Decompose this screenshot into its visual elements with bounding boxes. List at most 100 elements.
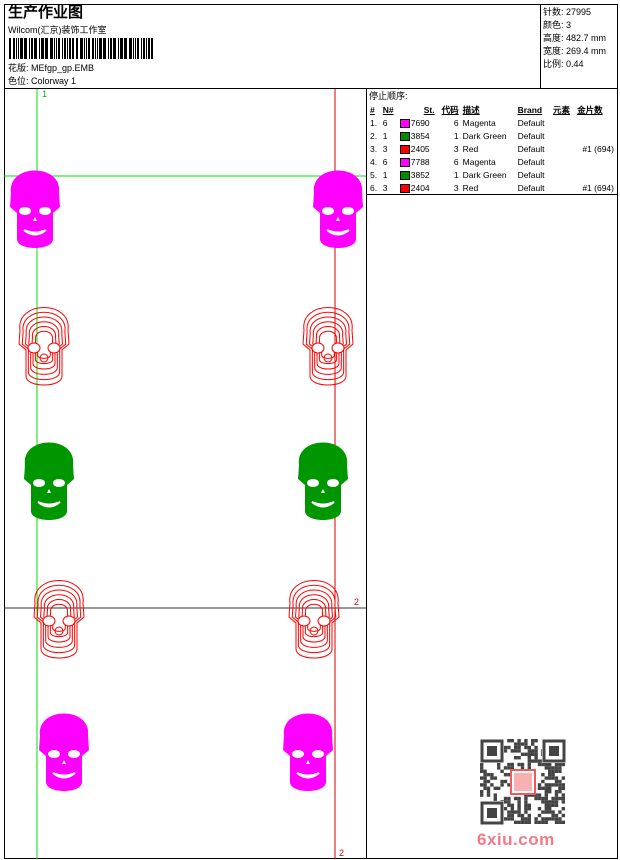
color-description: Dark Green xyxy=(462,130,507,141)
sequin-count xyxy=(575,155,616,168)
frame-marker-2b: 2 xyxy=(339,848,344,858)
watermark: 6xiu.com xyxy=(477,830,555,849)
stitches: 7690 xyxy=(398,116,437,129)
brand: Default xyxy=(517,156,545,167)
color-swatch xyxy=(399,170,410,180)
element xyxy=(551,116,575,129)
needle: 6 xyxy=(382,156,388,167)
skull-green xyxy=(24,442,74,520)
brand: Default xyxy=(517,143,545,154)
color-swatch xyxy=(399,183,410,193)
color-description: Red xyxy=(462,143,479,154)
skull-red-outline xyxy=(18,307,70,386)
table-row: 1. 6 7690 6 Magenta Default xyxy=(368,116,616,129)
header: 生产作业图 Wilcom(汇京)装饰工作室 花版: MEfgp_gp.EMB 色… xyxy=(4,4,618,89)
row-number: 2. xyxy=(370,130,378,141)
stop-sequence-table: # N# St. 代码描述 Brand 元素金片数 1. 6 7690 6 Magenta… xyxy=(368,103,616,194)
page-title: 生产作业图 xyxy=(8,4,84,21)
color-swatch xyxy=(399,144,410,154)
frame-marker-1: 1 xyxy=(42,89,47,99)
color-description: Magenta xyxy=(462,156,496,167)
page-frame xyxy=(4,4,618,859)
element xyxy=(551,181,575,194)
column-header: N# xyxy=(382,104,394,115)
skull-green xyxy=(298,442,348,520)
color-count: 颜色: 3 xyxy=(543,20,572,30)
design-preview: 1 2 2 xyxy=(4,89,367,859)
stop-sequence-title: 停止顺序: xyxy=(369,91,408,101)
color-code: 1 xyxy=(453,130,459,141)
color-description: Dark Green xyxy=(462,169,507,180)
divider xyxy=(367,194,618,195)
element xyxy=(551,155,575,168)
row-number: 4. xyxy=(370,156,378,167)
table-row: 3. 3 2405 3 Red Default #1 (694) xyxy=(368,142,616,155)
design-info: 针数: 27995 颜色: 3 高度: 482.7 mm 宽度: 269.4 m… xyxy=(540,4,618,89)
needle: 6 xyxy=(382,117,388,128)
qr-code xyxy=(480,739,566,825)
element xyxy=(551,168,575,181)
design-width: 宽度: 269.4 mm xyxy=(543,46,607,56)
table-row: 2. 1 3854 1 Dark Green Default xyxy=(368,129,616,142)
design-file: 花版: MEfgp_gp.EMB xyxy=(8,63,95,73)
color-code: 1 xyxy=(453,169,459,180)
design-height: 高度: 482.7 mm xyxy=(543,33,607,43)
sequin-count: #1 (694) xyxy=(582,143,614,154)
row-number: 5. xyxy=(370,169,378,180)
color-code: 3 xyxy=(453,182,459,193)
sequin-count xyxy=(575,129,616,142)
needle: 1 xyxy=(382,130,388,141)
table-row: 4. 6 7788 6 Magenta Default xyxy=(368,155,616,168)
brand: Default xyxy=(517,169,545,180)
barcode xyxy=(9,38,154,59)
stitches: 3852 xyxy=(398,168,437,181)
stitches: 2405 xyxy=(398,142,437,155)
brand: Default xyxy=(517,130,545,141)
stop-sequence-panel: 停止顺序: # N# St. 代码描述 Brand 元素金片数 1. 6 7690 6 M… xyxy=(367,89,618,194)
element xyxy=(551,129,575,142)
needle: 1 xyxy=(382,169,388,180)
sequin-count: #1 (694) xyxy=(582,182,614,193)
brand: Default xyxy=(517,117,545,128)
brand: Default xyxy=(517,182,545,193)
sequin-count xyxy=(575,116,616,129)
column-header: Brand xyxy=(517,104,543,115)
table-row: 6. 3 2404 3 Red Default #1 (694) xyxy=(368,181,616,194)
column-header: 代码 xyxy=(441,104,459,115)
skull-red-outline xyxy=(33,580,85,659)
skull-magenta xyxy=(283,713,333,791)
column-header: 描述 xyxy=(462,104,480,115)
colorway: 色位: Colorway 1 xyxy=(8,76,77,86)
color-code: 6 xyxy=(453,117,459,128)
color-swatch xyxy=(399,118,410,128)
color-description: Red xyxy=(462,182,479,193)
skull-magenta xyxy=(10,170,60,248)
stitches: 2404 xyxy=(398,181,437,194)
skull-red-outline xyxy=(302,307,354,386)
color-swatch xyxy=(399,131,410,141)
needle: 3 xyxy=(382,182,388,193)
row-number: 1. xyxy=(370,117,378,128)
column-header: 元素 xyxy=(553,104,571,115)
scale: 比例: 0.44 xyxy=(543,59,584,69)
row-number: 3. xyxy=(370,143,378,154)
stitch-count: 针数: 27995 xyxy=(543,7,592,17)
skull-red-outline xyxy=(288,580,340,659)
company-name: Wilcom(汇京)装饰工作室 xyxy=(8,25,107,35)
needle: 3 xyxy=(382,143,388,154)
column-header: 金片数 xyxy=(577,104,603,115)
color-code: 6 xyxy=(453,156,459,167)
embroidery-preview: 1 2 2 xyxy=(4,89,366,859)
element xyxy=(551,142,575,155)
stitches: 7788 xyxy=(398,155,437,168)
sequin-count xyxy=(575,168,616,181)
skull-magenta xyxy=(39,713,89,791)
color-description: Magenta xyxy=(462,117,496,128)
column-header: # xyxy=(370,104,375,115)
frame-marker-2: 2 xyxy=(354,597,359,607)
skull-magenta xyxy=(313,170,363,248)
color-swatch xyxy=(399,157,410,167)
column-header: St. xyxy=(423,104,435,115)
stitches: 3854 xyxy=(398,129,437,142)
table-row: 5. 1 3852 1 Dark Green Default xyxy=(368,168,616,181)
